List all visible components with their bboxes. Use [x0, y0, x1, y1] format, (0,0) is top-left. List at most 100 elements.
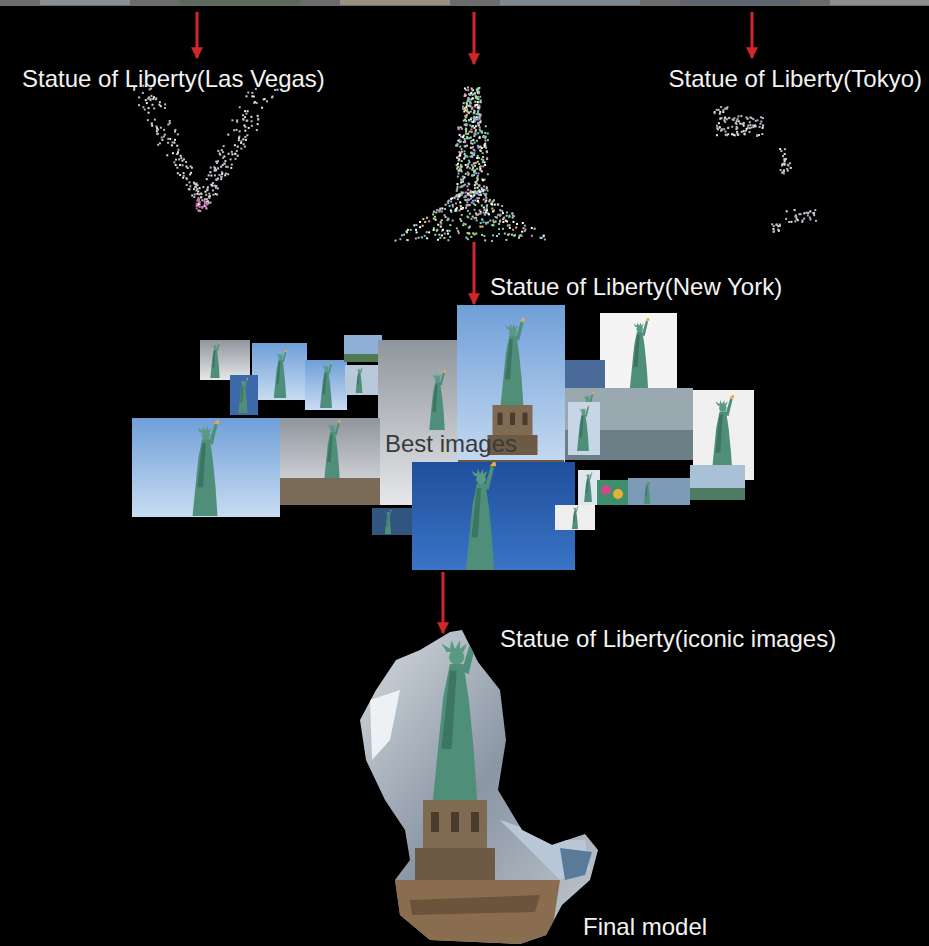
illustration-part — [196, 188, 198, 190]
illustration-part — [481, 178, 483, 180]
illustration-part — [449, 230, 451, 232]
illustration-part — [251, 120, 253, 122]
illustration-part — [783, 170, 785, 172]
illustration-part — [406, 239, 408, 241]
illustration-part — [415, 800, 495, 880]
illustration-part — [779, 224, 781, 226]
illustration-part — [456, 188, 458, 190]
illustration-part — [212, 189, 214, 191]
illustration-part — [503, 217, 505, 219]
illustration-part — [153, 107, 155, 109]
illustration-part — [186, 184, 188, 186]
illustration-part — [482, 136, 484, 138]
illustration-part — [150, 98, 152, 100]
illustration-part — [477, 104, 479, 106]
illustration-part — [205, 205, 207, 207]
illustration-part — [630, 317, 650, 388]
illustration-part — [445, 216, 447, 218]
illustration-part — [511, 212, 513, 214]
illustration-part — [217, 150, 219, 152]
illustration-part — [497, 214, 499, 216]
illustration-part — [465, 164, 467, 166]
illustration-part — [244, 116, 246, 118]
illustration-part — [477, 200, 479, 202]
illustration-part — [445, 204, 447, 206]
illustration-part — [452, 220, 454, 222]
final-model: Final model — [355, 634, 740, 940]
illustration-part — [401, 234, 403, 236]
illustration-part — [223, 145, 225, 147]
illustration-part — [755, 120, 757, 122]
illustration-part — [720, 106, 722, 108]
illustration-part — [467, 199, 469, 201]
illustration-part — [478, 197, 480, 199]
illustration-part — [142, 92, 144, 94]
illustration-part — [718, 109, 720, 111]
illustration-part — [456, 190, 458, 192]
illustration-part — [465, 129, 467, 131]
illustration-part — [213, 166, 215, 168]
illustration-part — [188, 181, 190, 183]
illustration-part — [424, 221, 426, 223]
illustration-part — [481, 147, 483, 149]
illustration-part — [453, 196, 455, 198]
illustration-part — [410, 895, 540, 915]
illustration-part — [728, 117, 730, 119]
illustration-part — [470, 195, 472, 197]
illustration-part — [211, 185, 213, 187]
illustration-part — [584, 471, 592, 502]
illustration-part — [531, 235, 533, 237]
illustration-part — [743, 125, 745, 127]
illustration-part — [479, 226, 481, 228]
illustration-part — [216, 179, 218, 181]
illustration-part — [483, 192, 485, 194]
illustration-part — [813, 212, 815, 214]
illustration-part — [466, 102, 468, 104]
illustration-part — [472, 175, 474, 177]
illustration-part — [477, 132, 479, 134]
illustration-part — [215, 185, 217, 187]
illustration-part — [171, 144, 173, 146]
illustration-part — [484, 164, 486, 166]
illustration-part — [492, 211, 494, 213]
illustration-part — [469, 131, 471, 133]
illustration-part — [460, 220, 462, 222]
illustration-part — [200, 206, 202, 208]
illustration-part — [466, 145, 468, 147]
illustration-part — [465, 128, 467, 130]
illustration-part — [462, 108, 464, 110]
illustration-part — [490, 203, 492, 205]
illustration-part — [410, 229, 412, 231]
illustration-part — [477, 106, 479, 108]
illustration-part — [471, 202, 473, 204]
illustration-part — [459, 141, 461, 143]
illustration-part — [487, 222, 489, 224]
illustration-part — [458, 170, 460, 172]
illustration-part — [227, 173, 229, 175]
illustration-part — [240, 148, 242, 150]
illustration-part — [727, 133, 729, 135]
illustration-part — [473, 163, 475, 165]
illustration-part — [484, 161, 486, 163]
illustration-part — [476, 91, 478, 93]
illustration-part — [473, 116, 475, 118]
illustration-part — [146, 102, 148, 104]
illustration-part — [785, 218, 787, 220]
illustration-part — [759, 123, 761, 125]
illustration-part — [201, 199, 203, 201]
illustration-part — [516, 223, 518, 225]
illustration-part — [242, 118, 244, 120]
illustration-part — [246, 134, 248, 136]
illustration-part — [468, 183, 470, 185]
illustration-part — [807, 212, 809, 214]
illustration-part — [266, 100, 268, 102]
illustration-part — [412, 462, 575, 570]
illustration-part — [436, 209, 438, 211]
illustration-part — [451, 197, 453, 199]
illustration-part — [771, 223, 773, 225]
illustration-part — [206, 178, 208, 180]
illustration-part — [475, 181, 477, 183]
illustration-part — [415, 238, 417, 240]
illustration-part — [220, 178, 222, 180]
illustration-part — [274, 349, 287, 398]
